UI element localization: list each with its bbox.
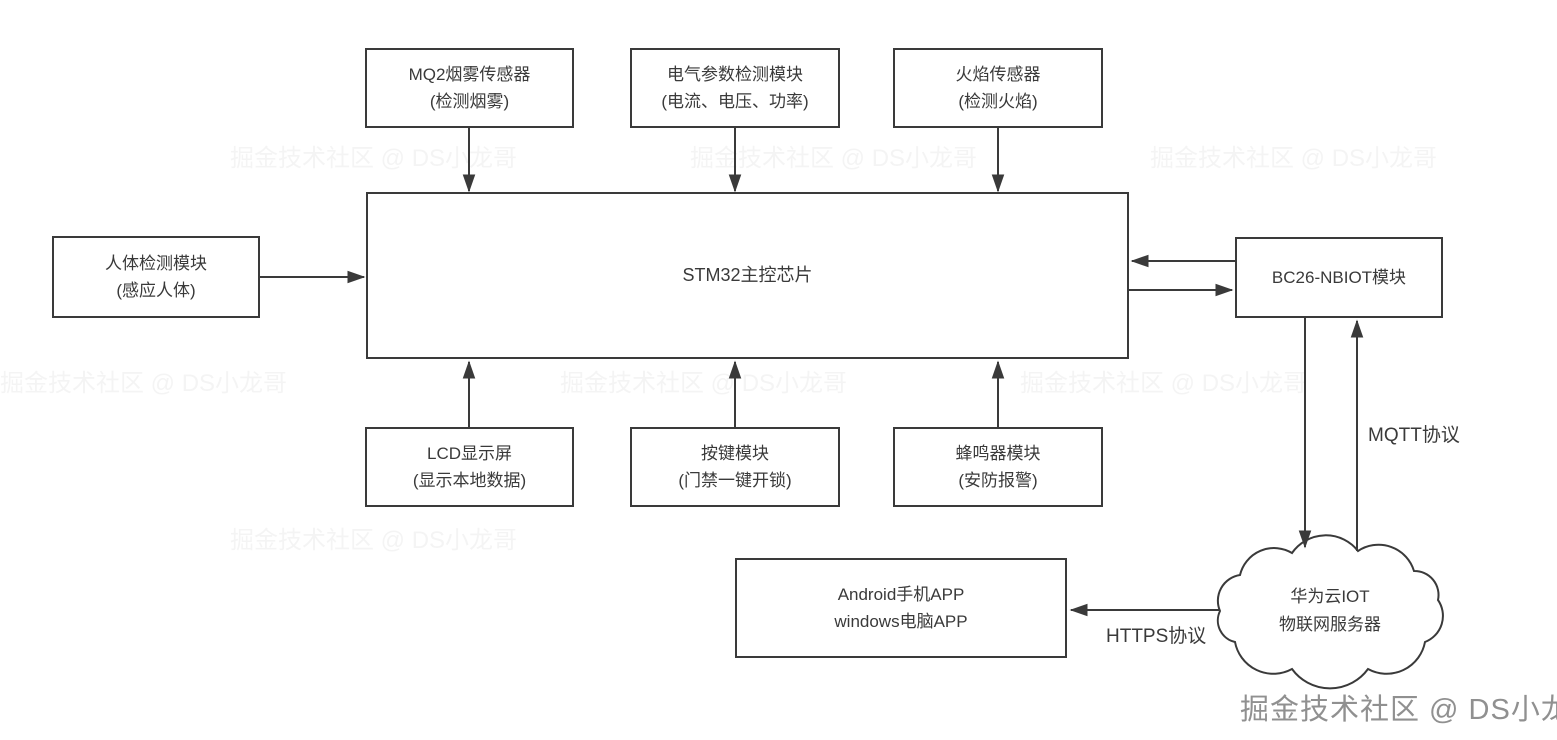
node-sublabel: (安防报警)	[958, 471, 1038, 490]
node-stm32-mcu: STM32主控芯片	[366, 192, 1129, 359]
watermark-credit: 掘金技术社区 @ DS小龙哥	[1240, 694, 1557, 726]
faint-watermark-text: 掘金技术社区 @ DS小龙哥	[1150, 145, 1438, 172]
faint-watermark-text: 掘金技术社区 @ DS小龙哥	[560, 370, 848, 397]
node-label: Android手机APP	[837, 585, 965, 604]
node-sublabel: (电流、电压、功率)	[661, 92, 809, 111]
label-mqtt-protocol: MQTT协议	[1368, 425, 1460, 446]
node-sublabel: (门禁一键开锁)	[678, 471, 792, 490]
faint-watermark-text: 掘金技术社区 @ DS小龙哥	[230, 527, 518, 554]
node-human-detect-module: 人体检测模块 (感应人体)	[52, 236, 260, 318]
label-https-protocol: HTTPS协议	[1106, 626, 1207, 647]
node-label: BC26-NBIOT模块	[1271, 268, 1407, 287]
node-label: 按键模块	[701, 444, 769, 463]
node-label: LCD显示屏	[426, 444, 512, 463]
node-sublabel: (感应人体)	[116, 281, 196, 300]
node-electrical-param-module: 电气参数检测模块 (电流、电压、功率)	[630, 48, 840, 128]
faint-watermark-text: 掘金技术社区 @ DS小龙哥	[230, 145, 518, 172]
node-buzzer-module: 蜂鸣器模块 (安防报警)	[893, 427, 1103, 507]
node-bc26-nbiot-module: BC26-NBIOT模块	[1235, 237, 1443, 318]
node-sublabel: (检测烟雾)	[429, 92, 510, 111]
node-app-clients: Android手机APP windows电脑APP	[735, 558, 1067, 658]
node-mq2-smoke-sensor: MQ2烟雾传感器 (检测烟雾)	[365, 48, 574, 128]
node-label: 华为云IOT	[1290, 587, 1370, 606]
faint-watermark-text: 掘金技术社区 @ DS小龙哥	[0, 370, 288, 397]
node-sublabel: (显示本地数据)	[412, 471, 527, 490]
node-keypad-module: 按键模块 (门禁一键开锁)	[630, 427, 840, 507]
node-sublabel: windows电脑APP	[834, 612, 968, 631]
node-label: MQ2烟雾传感器	[408, 65, 531, 84]
faint-watermark-text: 掘金技术社区 @ DS小龙哥	[690, 145, 978, 172]
node-lcd-display: LCD显示屏 (显示本地数据)	[365, 427, 574, 507]
node-label: 电气参数检测模块	[667, 65, 803, 84]
faint-watermark-text: 掘金技术社区 @ DS小龙哥	[1020, 370, 1308, 397]
node-sublabel: (检测火焰)	[958, 92, 1038, 111]
node-flame-sensor: 火焰传感器 (检测火焰)	[893, 48, 1103, 128]
node-label: 蜂鸣器模块	[955, 444, 1041, 463]
node-label: STM32主控芯片	[682, 265, 813, 285]
node-label: 火焰传感器	[955, 65, 1041, 84]
node-label: 人体检测模块	[105, 254, 207, 273]
node-sublabel: 物联网服务器	[1279, 615, 1381, 634]
node-huawei-cloud-iot: 华为云IOT 物联网服务器	[1240, 580, 1420, 642]
